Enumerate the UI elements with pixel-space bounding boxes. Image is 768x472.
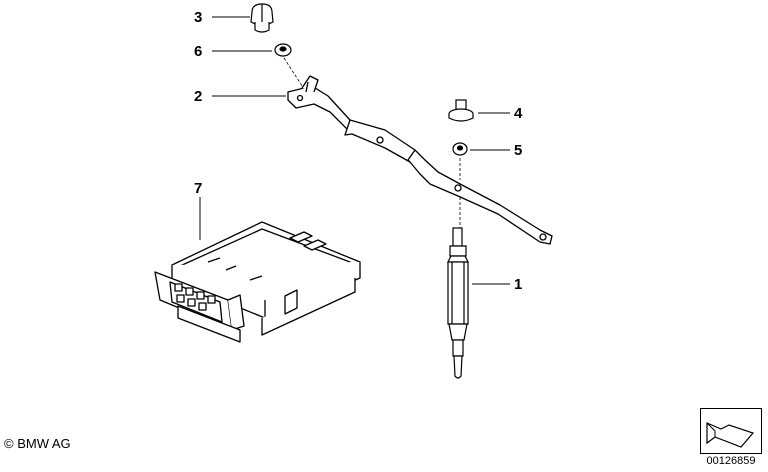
part-2-harness [287,75,553,245]
reference-number: 00126859 [706,455,756,467]
callout-6: 6 [194,43,202,60]
leader-lines [199,16,510,285]
callout-7: 7 [194,180,202,197]
part-4-cap-nut [448,99,474,122]
part-5-washer [452,142,468,156]
callout-5: 5 [514,142,522,159]
view-direction-box [700,408,762,454]
arrow-icon [706,422,755,448]
part-3-cap-nut [250,3,274,33]
part-6-washer [274,43,292,57]
part-7-control-unit [154,221,361,343]
callout-4: 4 [514,105,523,122]
part-1-glow-plug [447,227,469,379]
copyright-text: © BMW AG [4,436,71,451]
callout-1: 1 [514,276,522,293]
assembly-lines [283,57,461,230]
callout-3: 3 [194,9,202,26]
callout-2: 2 [194,88,202,105]
